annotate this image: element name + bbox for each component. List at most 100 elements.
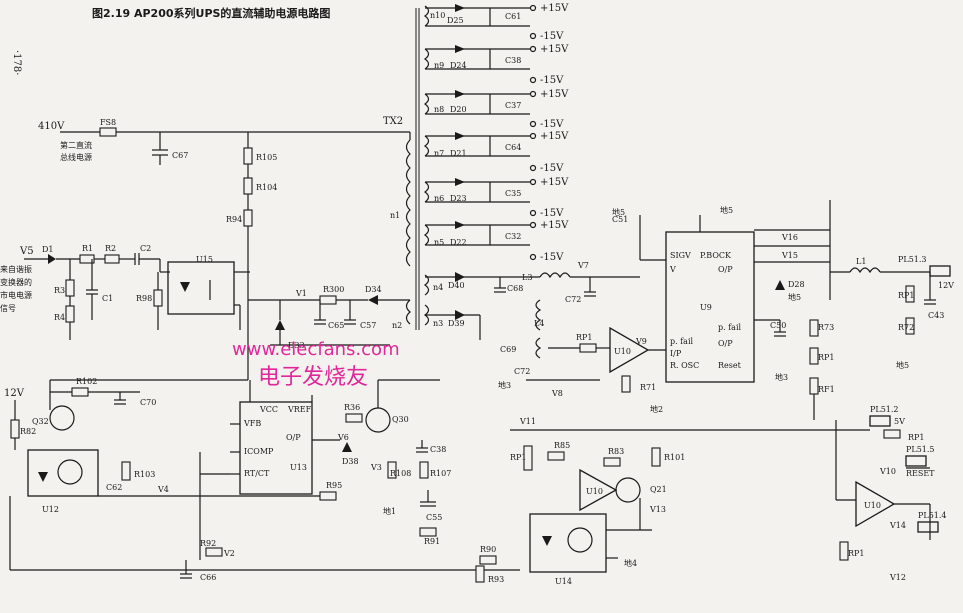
svg-text:L1: L1 [856,257,866,266]
svg-text:R107: R107 [430,469,451,478]
svg-text:+15V: +15V [540,89,569,100]
svg-text:C72: C72 [565,295,581,304]
watermark-site: 电子发烧友 [258,365,368,390]
svg-text:n4: n4 [433,283,443,292]
svg-text:C72: C72 [514,367,530,376]
svg-text:p. fail: p. fail [718,323,741,332]
svg-text:信号: 信号 [0,303,16,313]
svg-text:C38: C38 [430,445,446,454]
svg-text:V3: V3 [370,463,382,472]
svg-text:R93: R93 [488,575,504,584]
q30-section: R36 V6 Q30 C38 D38 V3 R108 R107 地1 C55 R… [337,379,451,546]
svg-text:C62: C62 [106,483,122,492]
svg-text:D20: D20 [450,105,467,114]
svg-text:V16: V16 [781,233,798,242]
svg-text:U9: U9 [700,303,712,312]
svg-text:R98: R98 [136,294,152,303]
svg-text:n7: n7 [434,149,444,158]
svg-text:U10: U10 [586,487,603,496]
svg-text:C43: C43 [928,311,944,320]
svg-text:RP1: RP1 [510,453,527,462]
svg-text:R71: R71 [640,383,656,392]
svg-text:R72: R72 [898,323,914,332]
svg-text:C38: C38 [505,56,521,65]
svg-text:R92: R92 [200,539,216,548]
svg-text:V14: V14 [889,521,906,530]
svg-text:U10: U10 [614,347,631,356]
svg-text:R101: R101 [664,453,685,462]
svg-text:O/P: O/P [718,265,733,274]
svg-text:P.BOCK: P.BOCK [700,251,732,260]
svg-text:U15: U15 [196,255,213,264]
svg-text:D40: D40 [448,281,465,290]
svg-text:R1: R1 [82,244,93,253]
svg-text:RP1: RP1 [848,549,865,558]
page-number: ·178· [11,50,22,75]
svg-text:C51: C51 [612,215,628,224]
svg-text:Reset: Reset [718,361,742,370]
svg-text:R94: R94 [226,215,242,224]
bottom-chain: R92 V2 C66 R90 R93 U14 地4 [180,513,652,586]
u15-optocoupler [167,261,235,315]
svg-text:D39: D39 [448,319,465,328]
svg-text:地5: 地5 [896,360,909,370]
svg-text:5V: 5V [894,417,905,426]
u9-supervisor: SIGV P.BOCK V O/P U9 p. fail I/P R. OSC … [612,200,835,420]
svg-text:C50: C50 [770,321,786,330]
svg-text:R102: R102 [76,377,97,386]
svg-text:U10: U10 [864,501,881,510]
watermark-url: www.elecfans.com [232,339,400,360]
svg-text:ICOMP: ICOMP [244,447,274,456]
transformer-label: TX2 [383,116,403,127]
svg-text:n5: n5 [434,238,444,247]
svg-text:R105: R105 [256,153,277,162]
lower-control: V11 RP1 R85 R83 U10 Q21 R101 V13 [510,417,870,530]
u13-controller: VCC VREF VFB ICOMP O/P RT/CT U13 [199,380,340,560]
transformer-core [415,8,420,330]
output-5v-reset: PL51.2 5V RP1 PL51.5 RESET V10 U10 V14 P… [835,405,947,582]
svg-text:V6: V6 [337,433,349,442]
svg-text:O/P: O/P [718,339,733,348]
svg-text:来自谐振: 来自谐振 [0,264,32,274]
svg-text:RT/CT: RT/CT [244,469,270,478]
svg-text:C64: C64 [505,143,521,152]
svg-text:D25: D25 [447,16,464,25]
svg-text:-15V: -15V [540,252,564,263]
svg-text:地5: 地5 [612,207,625,217]
bootstrap-section: V1 R300 D34 C65 C57 D33 [248,285,410,350]
svg-text:n10: n10 [430,11,445,20]
output-12v: L1 D28 地5 RP1 R72 C43 地5 PL51.3 12V [775,255,954,370]
svg-text:RESET: RESET [906,469,935,478]
q32-u12-section: 12V R82 R102 C70 Q32 R103 C62 U12 V4 R95 [4,377,520,571]
svg-text:地4: 地4 [624,558,637,568]
svg-text:PL51.4: PL51.4 [918,511,947,520]
svg-text:n9: n9 [434,61,444,70]
svg-text:Q32: Q32 [32,417,49,426]
svg-text:U12: U12 [42,505,59,514]
svg-text:地1: 地1 [383,506,396,516]
svg-text:R103: R103 [134,470,155,479]
svg-text:R95: R95 [326,481,342,490]
svg-text:O/P: O/P [286,433,301,442]
svg-text:R85: R85 [554,441,570,450]
winding-n1: n1 [390,211,400,220]
svg-text:U14: U14 [555,577,572,586]
svg-text:-15V: -15V [540,31,564,42]
svg-text:VCC: VCC [259,405,278,414]
svg-text:-15V: -15V [540,163,564,174]
svg-text:第二直流: 第二直流 [60,140,92,150]
svg-text:V1: V1 [295,289,307,298]
svg-text:RP1: RP1 [576,333,593,342]
svg-text:C37: C37 [505,101,521,110]
svg-text:+15V: +15V [540,131,569,142]
svg-text:D34: D34 [365,285,382,294]
svg-text:地5: 地5 [720,205,733,215]
svg-text:C2: C2 [140,244,151,253]
svg-text:Q30: Q30 [392,415,409,424]
svg-text:L4: L4 [534,319,544,328]
svg-text:C67: C67 [172,151,188,160]
svg-text:地5: 地5 [788,292,801,302]
svg-text:D23: D23 [450,194,467,203]
svg-text:-15V: -15V [540,208,564,219]
